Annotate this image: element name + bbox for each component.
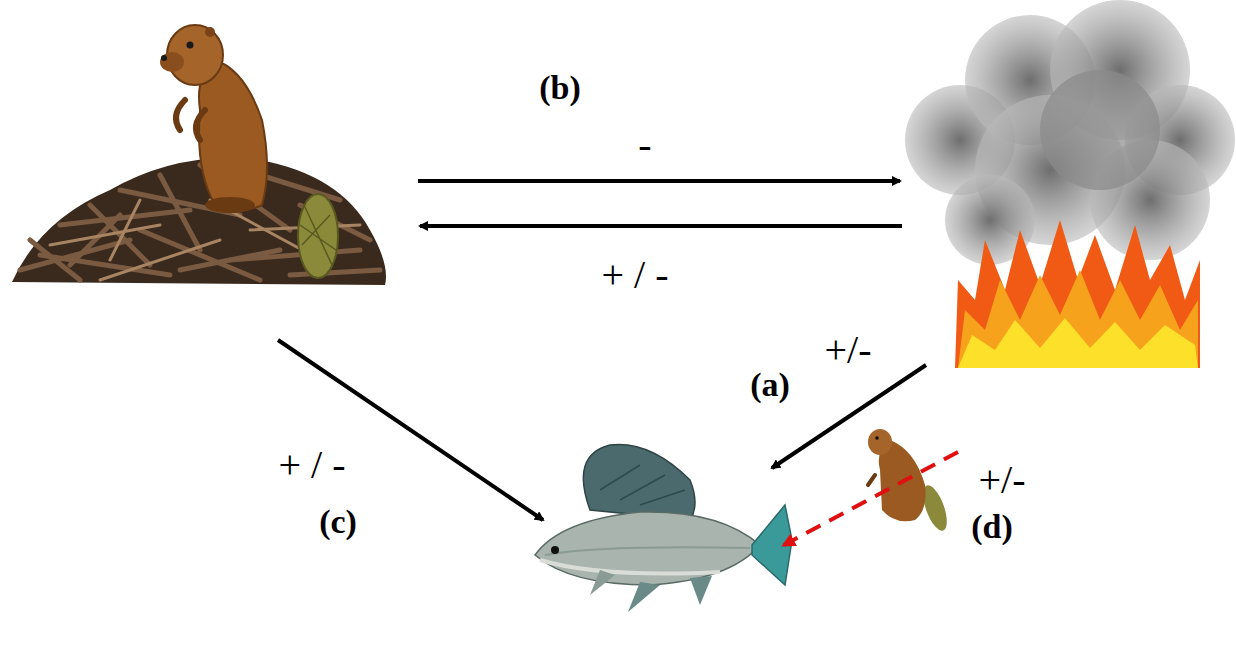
grayling-fish-part (600, 465, 685, 505)
beaver-lodge-part-part (50, 225, 160, 245)
fire-figure-part (1040, 70, 1160, 190)
beaver-figure-part (176, 100, 205, 140)
grayling-fish-part (583, 444, 695, 520)
effect-sign: + / - (602, 255, 669, 295)
effect-sign: + / - (279, 445, 346, 485)
beaver-figure-part (298, 194, 338, 278)
grayling-fish-part (540, 560, 720, 574)
beaver-lodge-part-part (260, 175, 340, 200)
arrow-lines-part (784, 452, 958, 545)
small-beaver-icon-part (868, 429, 892, 455)
beaver-lodge-part (12, 158, 386, 285)
beaver-lodge-part (20, 165, 380, 280)
beaver-lodge-part-part (110, 200, 140, 260)
grayling-fish-part (590, 570, 615, 595)
arrow-lines (278, 181, 958, 545)
fire-figure-part (958, 318, 1198, 368)
panel-letter: (a) (750, 368, 790, 402)
effect-sign: +/- (979, 460, 1026, 500)
panel-letter: (c) (319, 505, 357, 539)
fire-figure (905, 0, 1235, 368)
effect-sign: - (638, 125, 651, 165)
arrow-lines-part (418, 179, 900, 183)
panel-letter: (d) (971, 510, 1013, 544)
fire-figure-part (958, 270, 1198, 368)
small-beaver-icon-part (875, 436, 879, 440)
beaver-figure-part (199, 60, 267, 210)
grayling-fish-part (551, 546, 559, 554)
grayling-fish-part (628, 582, 660, 612)
beaver-figure-part (205, 197, 255, 213)
grayling-fish (535, 444, 792, 612)
grayling-fish-part (545, 547, 750, 555)
beaver-figure-part (160, 52, 184, 72)
small-beaver-icon (868, 429, 952, 534)
beaver-figure-part (300, 205, 336, 265)
arrow-lines-part (772, 365, 926, 468)
panel-letter: (b) (539, 71, 581, 105)
fire-figure-part (955, 220, 1200, 368)
beaver-figure-part (187, 42, 194, 49)
beaver-figure-part (205, 27, 215, 37)
beaver-lodge (12, 158, 386, 285)
grayling-fish-part (535, 512, 760, 585)
beaver-lodge-part-part (290, 270, 380, 275)
grayling-fish-part (690, 576, 712, 605)
arrow-lines-part (420, 224, 902, 228)
arrow-lines-part (278, 340, 543, 520)
beaver-figure-part (161, 55, 167, 61)
effect-sign: +/- (825, 330, 872, 370)
small-beaver-icon-part (868, 475, 875, 485)
beaver-lodge-part-part (140, 230, 260, 280)
beaver-lodge-part-part (180, 250, 280, 270)
beaver-figure (160, 25, 338, 278)
beaver-lodge-part-part (60, 210, 190, 225)
